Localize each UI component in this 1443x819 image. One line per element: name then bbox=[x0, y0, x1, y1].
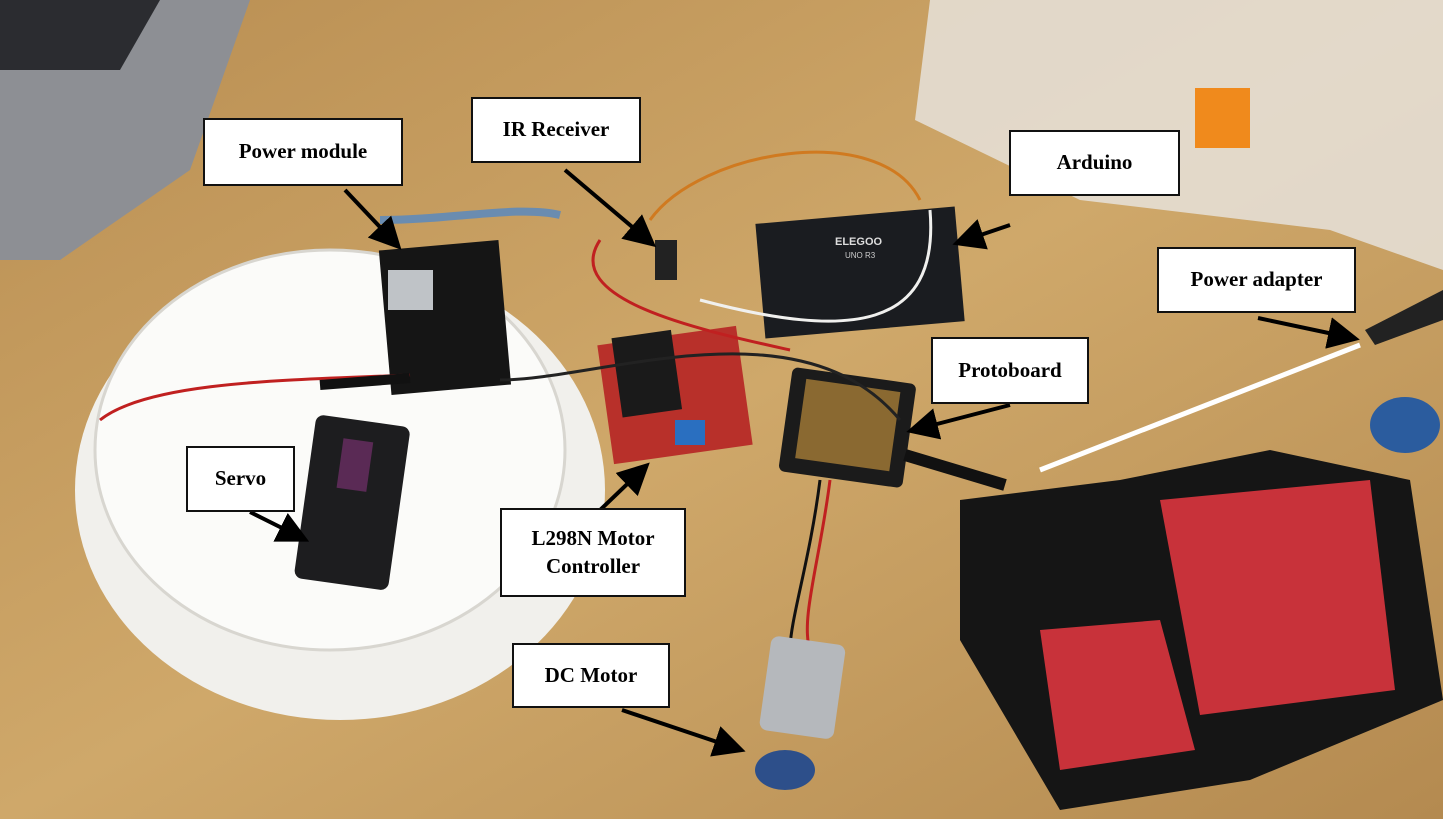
label-servo: Servo bbox=[186, 446, 295, 512]
playing-card-back bbox=[1160, 480, 1395, 715]
laptop-keyboard bbox=[0, 0, 160, 70]
arrow-dc-motor bbox=[621, 708, 746, 757]
protoboard-pads bbox=[795, 378, 901, 472]
terminal-block bbox=[675, 420, 705, 445]
wires bbox=[99, 150, 1007, 651]
arrow-power-adapter bbox=[1257, 316, 1360, 349]
label-power-module: Power module bbox=[203, 118, 403, 186]
label-dc-motor: DC Motor bbox=[512, 643, 670, 708]
dc-motor bbox=[759, 636, 846, 739]
servo-sticker bbox=[336, 438, 374, 492]
arrow-power-module bbox=[343, 188, 402, 250]
battery bbox=[1195, 88, 1250, 148]
annotation-line bbox=[1039, 342, 1361, 473]
power-module-board bbox=[378, 240, 512, 395]
label-l298n-line1: L298N Motor bbox=[531, 526, 655, 551]
annotation-arrows bbox=[249, 168, 1360, 757]
arrow-arduino bbox=[952, 219, 1011, 250]
playing-card-back-2 bbox=[1040, 620, 1195, 770]
usb-port bbox=[388, 270, 433, 310]
label-power-adapter: Power adapter bbox=[1157, 247, 1356, 313]
ir-receiver-module bbox=[655, 240, 677, 280]
arduino-board bbox=[755, 206, 965, 339]
servo-body bbox=[294, 415, 410, 590]
arduino-brand-text: ELEGOO bbox=[835, 236, 883, 248]
arrow-ir-receiver bbox=[563, 168, 657, 248]
arrow-l298n bbox=[596, 462, 650, 514]
label-l298n-line2: Controller bbox=[545, 553, 641, 578]
label-arduino: Arduino bbox=[1009, 130, 1180, 196]
arrow-servo bbox=[249, 510, 310, 542]
label-ir-receiver: IR Receiver bbox=[471, 97, 641, 163]
power-adapter-plug bbox=[1365, 290, 1443, 345]
arduino-model-text: UNO R3 bbox=[845, 251, 876, 260]
label-protoboard: Protoboard bbox=[931, 337, 1089, 404]
label-l298n-motor-controller: L298N Motor Controller bbox=[500, 508, 686, 597]
motor-wheel bbox=[755, 750, 815, 790]
arrow-protoboard bbox=[906, 403, 1011, 440]
blue-disc bbox=[1370, 397, 1440, 453]
heatsink bbox=[611, 329, 683, 418]
